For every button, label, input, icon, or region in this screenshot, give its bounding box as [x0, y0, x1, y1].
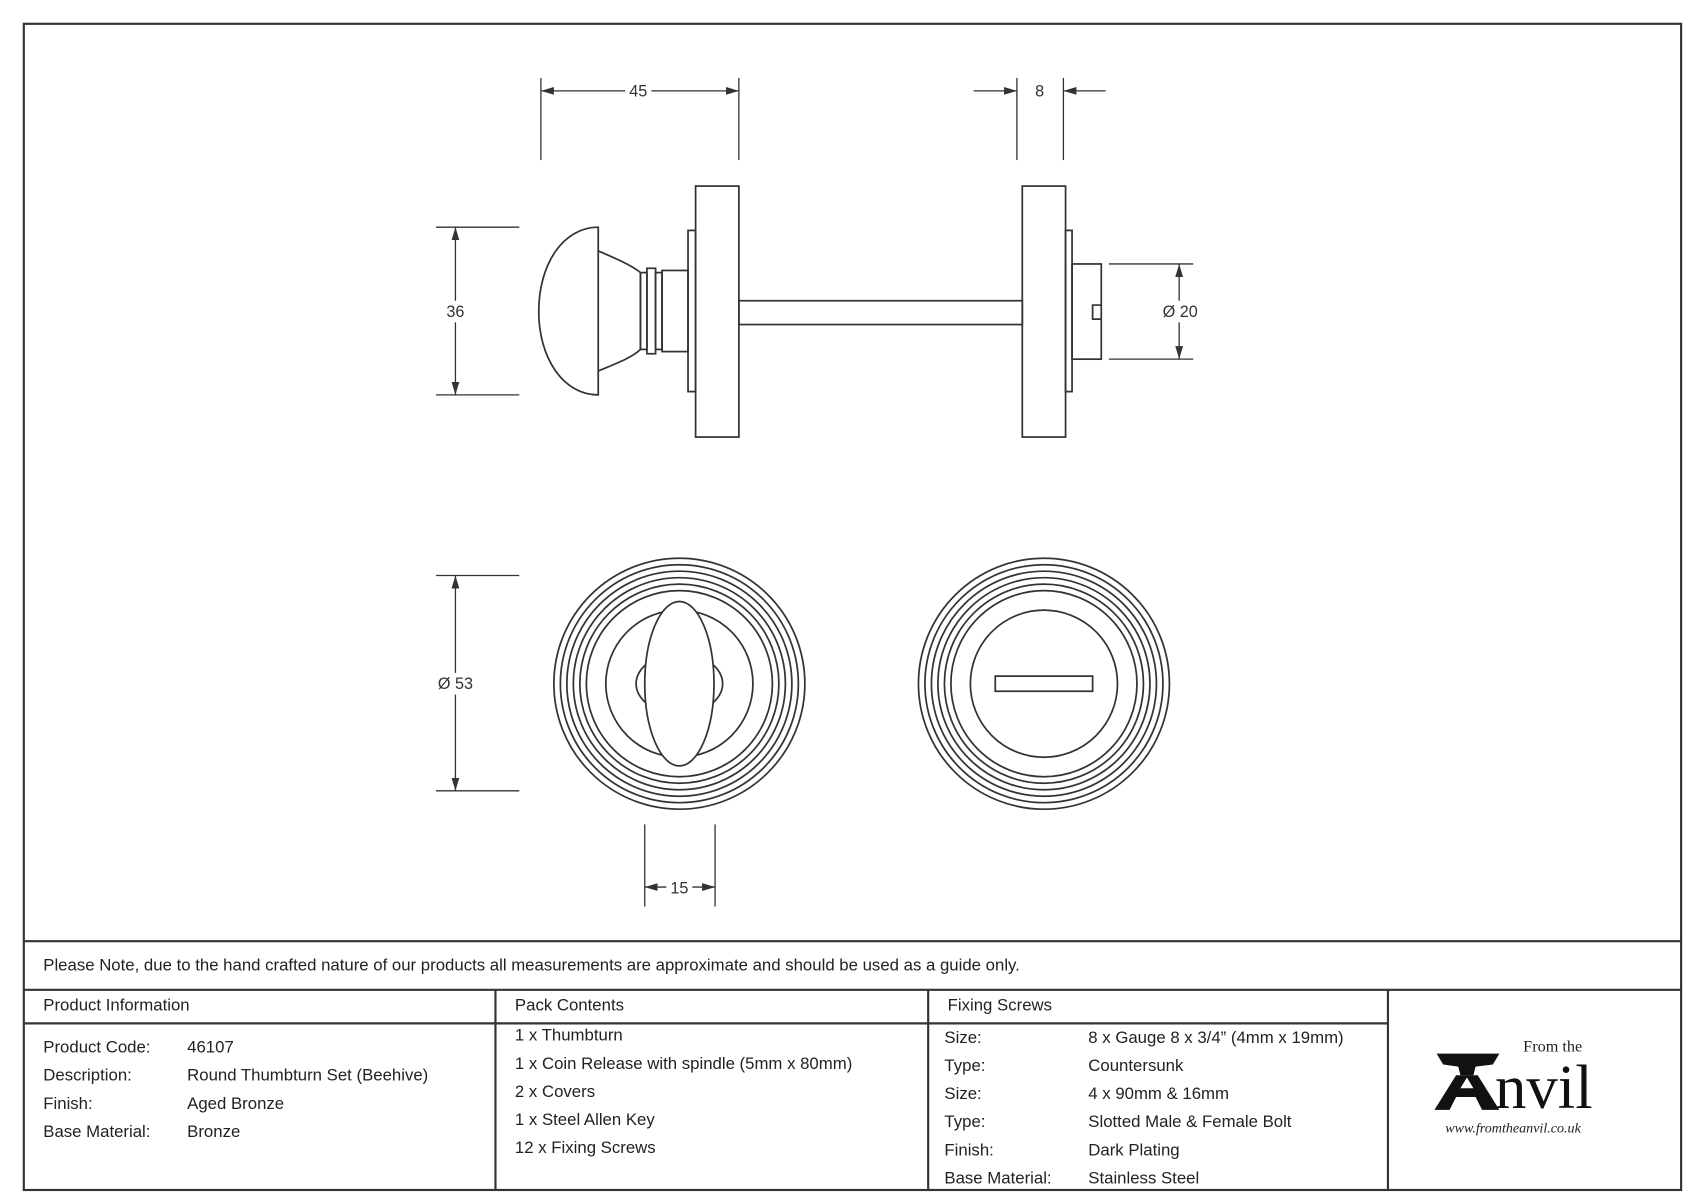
row-label: Base Material: — [944, 1169, 1052, 1188]
measurement-note: Please Note, due to the hand crafted nat… — [43, 956, 1020, 975]
logo-url: www.fromtheanvil.co.uk — [1445, 1119, 1581, 1136]
row-label: Product Code: — [43, 1038, 151, 1057]
row-value: Round Thumbturn Set (Beehive) — [187, 1066, 429, 1086]
list-item: 2 x Covers — [514, 1082, 596, 1102]
logo-wordmark: nvil — [1495, 1051, 1593, 1122]
row-label: Finish: — [43, 1094, 93, 1114]
row-value: 8 x Gauge 8 x 3/4” (4mm x 19mm) — [1088, 1028, 1344, 1048]
row-value: 46107 — [187, 1038, 234, 1057]
product-information-heading: Product Information — [43, 996, 190, 1015]
row-value: Countersunk — [1088, 1056, 1184, 1076]
row-label: Base Material: — [43, 1122, 151, 1142]
side-view-coin-release — [1021, 185, 1103, 438]
row-value: Aged Bronze — [187, 1094, 285, 1114]
dim-knob-projection: 45 — [629, 82, 647, 100]
row-value: 4 x 90mm & 16mm — [1088, 1085, 1229, 1104]
list-item: 12 x Fixing Screws — [514, 1139, 656, 1158]
dim-rose-thickness: 8 — [1035, 82, 1044, 100]
row-value: Slotted Male & Female Bolt — [1088, 1113, 1292, 1132]
row-label: Size: — [944, 1028, 982, 1048]
row-label: Type: — [944, 1113, 986, 1132]
row-label: Size: — [944, 1085, 982, 1104]
front-view-thumbturn — [553, 557, 806, 811]
side-view-thumbturn — [537, 185, 740, 438]
pack-contents-heading: Pack Contents — [514, 996, 624, 1015]
dim-knob-height: 36 — [446, 303, 464, 321]
spindle — [738, 299, 1024, 326]
row-value: Bronze — [187, 1122, 241, 1142]
row-label: Finish: — [944, 1141, 994, 1160]
list-item: 1 x Thumbturn — [514, 1026, 623, 1046]
front-view-coin-release — [917, 557, 1171, 811]
list-item: 1 x Coin Release with spindle (5mm x 80m… — [514, 1054, 853, 1074]
logo-tagline: From the — [1523, 1038, 1583, 1056]
row-label: Type: — [944, 1056, 986, 1076]
list-item: 1 x Steel Allen Key — [514, 1111, 655, 1130]
sheet-border — [22, 22, 1683, 1192]
fixing-screws-heading: Fixing Screws — [947, 996, 1053, 1015]
dim-rose-diameter: Ø 53 — [438, 675, 473, 693]
row-label: Description: — [43, 1066, 132, 1086]
row-value: Stainless Steel — [1088, 1169, 1200, 1188]
row-value: Dark Plating — [1088, 1141, 1180, 1160]
dim-thumb-width: 15 — [670, 880, 688, 898]
dim-bolt-diameter: Ø 20 — [1163, 303, 1198, 321]
from-the-anvil-logo: From the nvil www.fromtheanvil.co.uk — [1406, 1039, 1666, 1147]
anvil-icon — [1434, 1053, 1500, 1110]
